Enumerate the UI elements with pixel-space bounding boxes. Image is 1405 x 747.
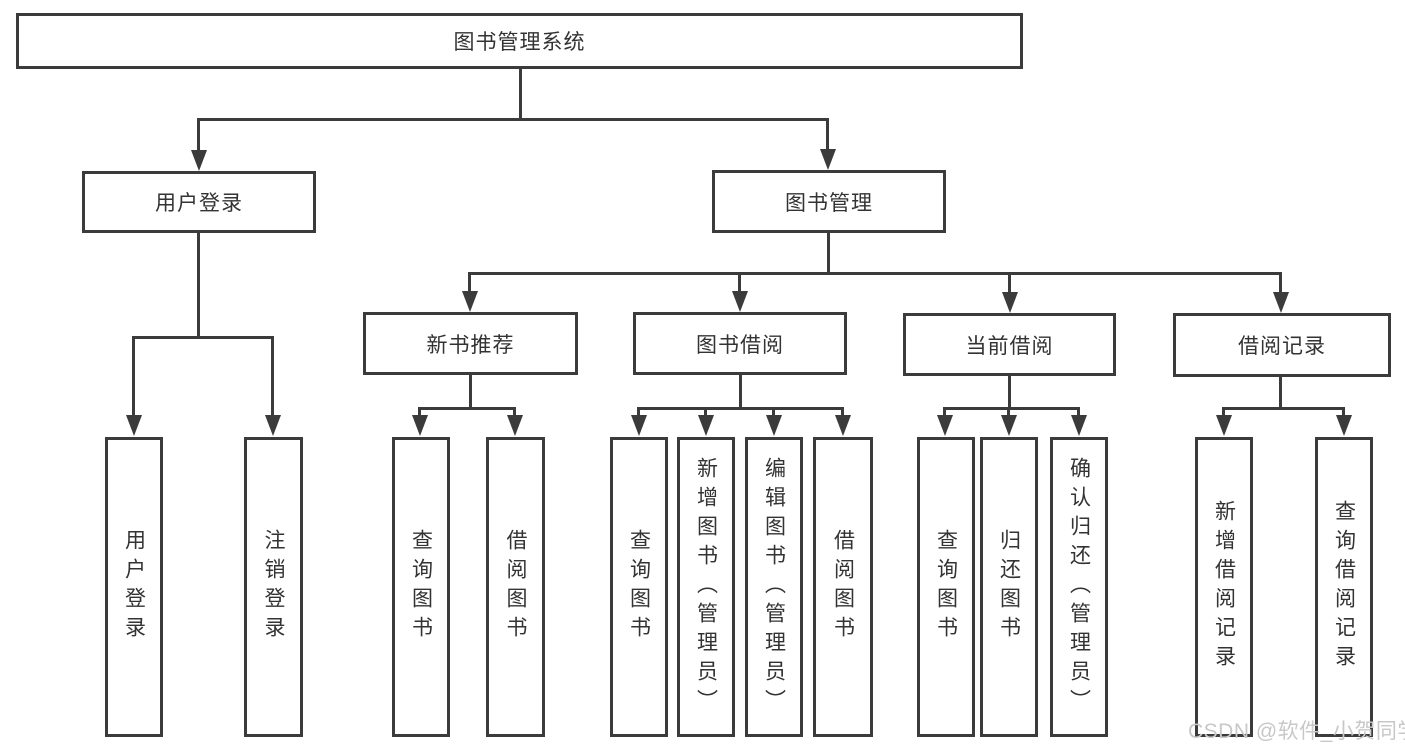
arrow-down-to-leaf-query-books-2 bbox=[631, 407, 647, 436]
leaf-logout-login: 注销登录 bbox=[244, 437, 303, 737]
leaf-borrow-books-1-label: 借阅图书 bbox=[504, 529, 528, 645]
node-book-management: 图书管理 bbox=[712, 170, 946, 233]
leaf-user-login-label: 用户登录 bbox=[122, 529, 146, 645]
connector-new-book-recommend-rail bbox=[420, 407, 515, 410]
connector-book-borrow-stem bbox=[739, 375, 742, 407]
arrow-down-to-leaf-user-login bbox=[126, 336, 142, 436]
arrow-down-to-leaf-edit-book-admin bbox=[766, 407, 782, 436]
leaf-borrow-books-2-label: 借阅图书 bbox=[831, 529, 855, 645]
arrow-down-to-leaf-logout-login bbox=[265, 336, 281, 436]
leaf-add-book-admin: 新增图书（管理员） bbox=[677, 437, 735, 737]
node-book-borrow: 图书借阅 bbox=[633, 312, 847, 375]
arrow-down-to-new-book-recommend bbox=[462, 272, 478, 312]
arrow-down-to-book-borrow bbox=[732, 272, 748, 312]
leaf-add-borrow-record: 新增借阅记录 bbox=[1195, 437, 1253, 737]
leaf-query-borrow-record-label: 查询借阅记录 bbox=[1332, 500, 1356, 674]
connector-level3-rail bbox=[470, 272, 1281, 275]
connector-user-login-rail bbox=[134, 336, 273, 339]
arrow-down-to-leaf-borrow-books-1 bbox=[507, 407, 523, 436]
leaf-query-books-3-label: 查询图书 bbox=[934, 529, 958, 645]
arrow-down-to-leaf-query-books-1 bbox=[412, 407, 428, 436]
arrow-down-to-leaf-borrow-books-2 bbox=[835, 407, 851, 436]
connector-current-borrow-rail bbox=[945, 407, 1079, 410]
csdn-watermark: CSDN @软件_小贺同学 bbox=[1188, 720, 1405, 743]
arrow-down-to-borrow-records bbox=[1273, 272, 1289, 313]
node-user-login: 用户登录 bbox=[82, 171, 316, 233]
connector-current-borrow-stem bbox=[1008, 376, 1011, 407]
leaf-query-borrow-record: 查询借阅记录 bbox=[1315, 437, 1373, 737]
leaf-return-books: 归还图书 bbox=[980, 437, 1038, 737]
leaf-query-books-2-label: 查询图书 bbox=[627, 529, 651, 645]
arrow-down-to-leaf-add-book-admin bbox=[698, 407, 714, 436]
connector-borrow-records-stem bbox=[1279, 377, 1282, 407]
arrow-down-to-leaf-add-borrow-record bbox=[1216, 407, 1232, 436]
node-new-book-recommend: 新书推荐 bbox=[363, 312, 578, 375]
leaf-query-books-3: 查询图书 bbox=[917, 437, 975, 737]
arrow-down-to-leaf-query-books-3 bbox=[937, 407, 953, 436]
leaf-edit-book-admin: 编辑图书（管理员） bbox=[745, 437, 803, 737]
leaf-user-login: 用户登录 bbox=[105, 437, 163, 737]
leaf-query-books-1-label: 查询图书 bbox=[409, 529, 433, 645]
arrow-down-to-leaf-confirm-return-admin bbox=[1071, 407, 1087, 436]
leaf-edit-book-admin-label: 编辑图书（管理员） bbox=[762, 456, 786, 718]
leaf-add-book-admin-label: 新增图书（管理员） bbox=[694, 456, 718, 718]
leaf-confirm-return-admin-label: 确认归还（管理员） bbox=[1067, 456, 1091, 718]
connector-root-stem bbox=[519, 68, 522, 118]
node-root: 图书管理系统 bbox=[16, 13, 1023, 69]
leaf-query-books-1: 查询图书 bbox=[392, 437, 450, 737]
arrow-down-to-user-login bbox=[191, 118, 207, 171]
leaf-add-borrow-record-label: 新增借阅记录 bbox=[1212, 500, 1236, 674]
leaf-borrow-books-1: 借阅图书 bbox=[486, 437, 545, 737]
connector-level2-rail bbox=[199, 118, 828, 121]
node-current-borrow: 当前借阅 bbox=[903, 313, 1116, 376]
arrow-down-to-book-management bbox=[820, 118, 836, 170]
arrow-down-to-current-borrow bbox=[1002, 272, 1018, 313]
connector-user-login-stem bbox=[197, 233, 200, 336]
connector-new-book-recommend-stem bbox=[469, 375, 472, 407]
leaf-query-books-2: 查询图书 bbox=[610, 437, 668, 737]
connector-book-borrow-rail bbox=[639, 407, 843, 410]
leaf-return-books-label: 归还图书 bbox=[997, 529, 1021, 645]
connector-borrow-records-rail bbox=[1224, 407, 1344, 410]
leaf-logout-login-label: 注销登录 bbox=[262, 529, 286, 645]
node-borrow-records: 借阅记录 bbox=[1173, 313, 1391, 377]
arrow-down-to-leaf-return-books bbox=[1001, 407, 1017, 436]
leaf-borrow-books-2: 借阅图书 bbox=[813, 437, 873, 737]
arrow-down-to-leaf-query-borrow-record bbox=[1336, 407, 1352, 436]
connector-book-management-stem bbox=[827, 233, 830, 272]
leaf-confirm-return-admin: 确认归还（管理员） bbox=[1050, 437, 1108, 737]
